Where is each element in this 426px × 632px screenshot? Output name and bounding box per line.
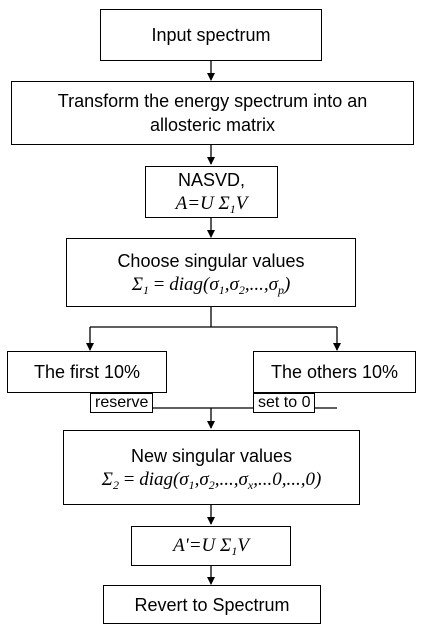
reserve-label: reserve [90,393,154,413]
nasvd-formula: A=U Σ1V [175,193,248,216]
choose-formula: Σ1 = diag(σ1,σ2,...,σp) [131,273,291,297]
nasvd-box: NASVD, A=U Σ1V [145,166,278,218]
new-singular-values-box: New singular values Σ2 = diag(σ1,σ2,...,… [63,430,360,505]
transform-label-line2: allosteric matrix [149,115,276,135]
set-to-zero-label: set to 0 [253,393,316,413]
reconstruct-matrix-box: A'=U Σ1V [131,526,291,566]
first-10-percent-box: The first 10% [7,351,167,393]
new-values-formula: Σ2 = diag(σ1,σ2,...,σx,...0,...,0) [101,468,322,492]
revert-label: Revert to Spectrum [134,594,290,615]
others-10-percent-label: The others 10% [270,362,399,382]
input-spectrum-box: Input spectrum [100,9,322,61]
first-10-percent-label: The first 10% [33,362,141,382]
input-spectrum-label: Input spectrum [151,25,271,45]
new-values-title: New singular values [130,445,293,466]
others-10-percent-box: The others 10% [253,351,416,393]
choose-title: Choose singular values [117,250,305,271]
transform-label-line1: Transform the energy spectrum into an [57,91,368,111]
transform-box: Transform the energy spectrum into an al… [11,81,414,145]
choose-singular-values-box: Choose singular values Σ1 = diag(σ1,σ2,.… [66,238,356,307]
nasvd-title: NASVD, [177,170,246,190]
reconstruct-formula: A'=U Σ1V [173,535,249,558]
revert-to-spectrum-box: Revert to Spectrum [103,585,321,624]
